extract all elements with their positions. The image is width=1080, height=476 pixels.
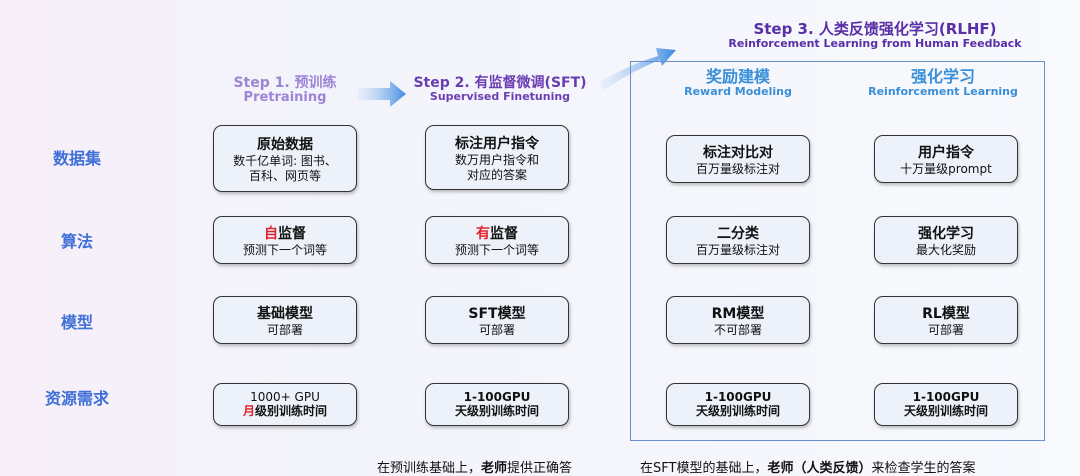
step2-subtitle: Supervised Finetuning xyxy=(429,90,571,104)
box-heading: 基础模型 xyxy=(257,305,313,322)
pretrain-model-box: 基础模型 可部署 xyxy=(213,296,357,344)
pretrain-resource-box: 1000+ GPU 月级别训练时间 xyxy=(213,383,357,426)
step1-title: Step 1. 预训练 xyxy=(233,75,337,91)
box-desc: 可部署 xyxy=(266,322,303,337)
box-heading: 监督 xyxy=(490,225,518,242)
box-desc: 可部署 xyxy=(478,322,515,337)
box-heading: 标注对比对 xyxy=(703,144,773,161)
step1-subtitle: Pretraining xyxy=(243,90,327,106)
box-desc: 十万量级prompt xyxy=(900,161,992,176)
rl-resource-box: 1-100GPU 天级别训练时间 xyxy=(874,383,1018,426)
box-heading-emphasis: 自 xyxy=(264,225,278,242)
sft-algo-box: 有监督 预测下一个词等 xyxy=(425,216,569,264)
arrow-step2-to-step3 xyxy=(600,48,676,90)
reward-modeling-title: 奖励建模 xyxy=(705,67,770,86)
box-desc: 不可部署 xyxy=(713,322,762,337)
box-heading: 用户指令 xyxy=(918,144,974,161)
row-label-resources: 资源需求 xyxy=(44,389,109,408)
rm-data-box: 标注对比对 百万量级标注对 xyxy=(666,135,810,183)
box-desc-emphasis: 月 xyxy=(242,404,255,418)
rl-title: 强化学习 xyxy=(910,67,975,86)
box-desc: 数万用户指令和对应的答案 xyxy=(454,152,539,182)
box-heading: RL模型 xyxy=(922,305,970,322)
step2-header: Step 2. 有监督微调(SFT) Supervised Finetuning xyxy=(400,75,600,104)
rl-data-box: 用户指令 十万量级prompt xyxy=(874,135,1018,183)
box-desc: 可部署 xyxy=(927,322,964,337)
box-heading: 二分类 xyxy=(717,225,759,242)
box-desc: 天级别训练时间 xyxy=(903,404,988,418)
row-label-model: 模型 xyxy=(60,313,93,332)
sft-model-box: SFT模型 可部署 xyxy=(425,296,569,344)
reward-modeling-header: 奖励建模 Reward Modeling xyxy=(658,67,818,99)
box-heading-emphasis: 有 xyxy=(476,225,490,242)
box-desc: 百万量级标注对 xyxy=(695,161,780,176)
box-heading: 强化学习 xyxy=(918,225,974,242)
step3-title: Step 3. 人类反馈强化学习(RLHF) xyxy=(753,20,997,38)
box-desc: 预测下一个词等 xyxy=(242,242,327,257)
rl-subtitle: Reinforcement Learning xyxy=(868,85,1018,99)
box-desc: 级别训练时间 xyxy=(255,404,328,418)
box-heading: 1-100GPU xyxy=(463,390,531,404)
box-heading: 标注用户指令 xyxy=(455,135,539,152)
box-heading: 监督 xyxy=(278,225,306,242)
box-desc: 最大化奖励 xyxy=(915,242,976,257)
box-heading: 1-100GPU xyxy=(912,390,980,404)
row-label-algorithm: 算法 xyxy=(60,232,93,251)
box-heading: SFT模型 xyxy=(468,305,526,322)
box-desc: 天级别训练时间 xyxy=(454,404,539,418)
rm-model-box: RM模型 不可部署 xyxy=(666,296,810,344)
box-heading: 原始数据 xyxy=(257,136,313,153)
rlhf-footer-note: 在SFT模型的基础上，老师（人类反馈）来检查学生的答案 xyxy=(640,457,975,476)
box-heading: RM模型 xyxy=(711,305,765,322)
reward-modeling-subtitle: Reward Modeling xyxy=(684,85,792,99)
rm-resource-box: 1-100GPU 天级别训练时间 xyxy=(666,383,810,426)
step3-subtitle: Reinforcement Learning from Human Feedba… xyxy=(728,37,1022,51)
rl-header: 强化学习 Reinforcement Learning xyxy=(858,67,1028,99)
box-desc: 天级别训练时间 xyxy=(695,404,780,418)
sft-resource-box: 1-100GPU 天级别训练时间 xyxy=(425,383,569,426)
box-heading: 1-100GPU xyxy=(704,390,772,404)
box-desc: 预测下一个词等 xyxy=(454,242,539,257)
step2-title: Step 2. 有监督微调(SFT) xyxy=(413,75,587,91)
step3-header: Step 3. 人类反馈强化学习(RLHF) Reinforcement Lea… xyxy=(700,20,1050,51)
step1-header: Step 1. 预训练 Pretraining xyxy=(205,75,365,106)
row-label-dataset: 数据集 xyxy=(52,149,101,168)
box-desc: 百万量级标注对 xyxy=(695,242,780,257)
sft-footer-note: 在预训练基础上，老师提供正确答 xyxy=(377,457,572,476)
rl-algo-box: 强化学习 最大化奖励 xyxy=(874,216,1018,264)
rm-algo-box: 二分类 百万量级标注对 xyxy=(666,216,810,264)
sft-data-box: 标注用户指令 数万用户指令和对应的答案 xyxy=(425,125,569,190)
rl-model-box: RL模型 可部署 xyxy=(874,296,1018,344)
pretrain-algo-box: 自监督 预测下一个词等 xyxy=(213,216,357,264)
pretrain-data-box: 原始数据 数千亿单词: 图书、百科、网页等 xyxy=(213,125,357,192)
box-heading: 1000+ GPU xyxy=(250,390,320,404)
rlhf-frame xyxy=(630,61,1045,441)
arrow-step1-to-step2 xyxy=(358,81,406,107)
box-desc: 数千亿单词: 图书、百科、网页等 xyxy=(233,153,337,183)
